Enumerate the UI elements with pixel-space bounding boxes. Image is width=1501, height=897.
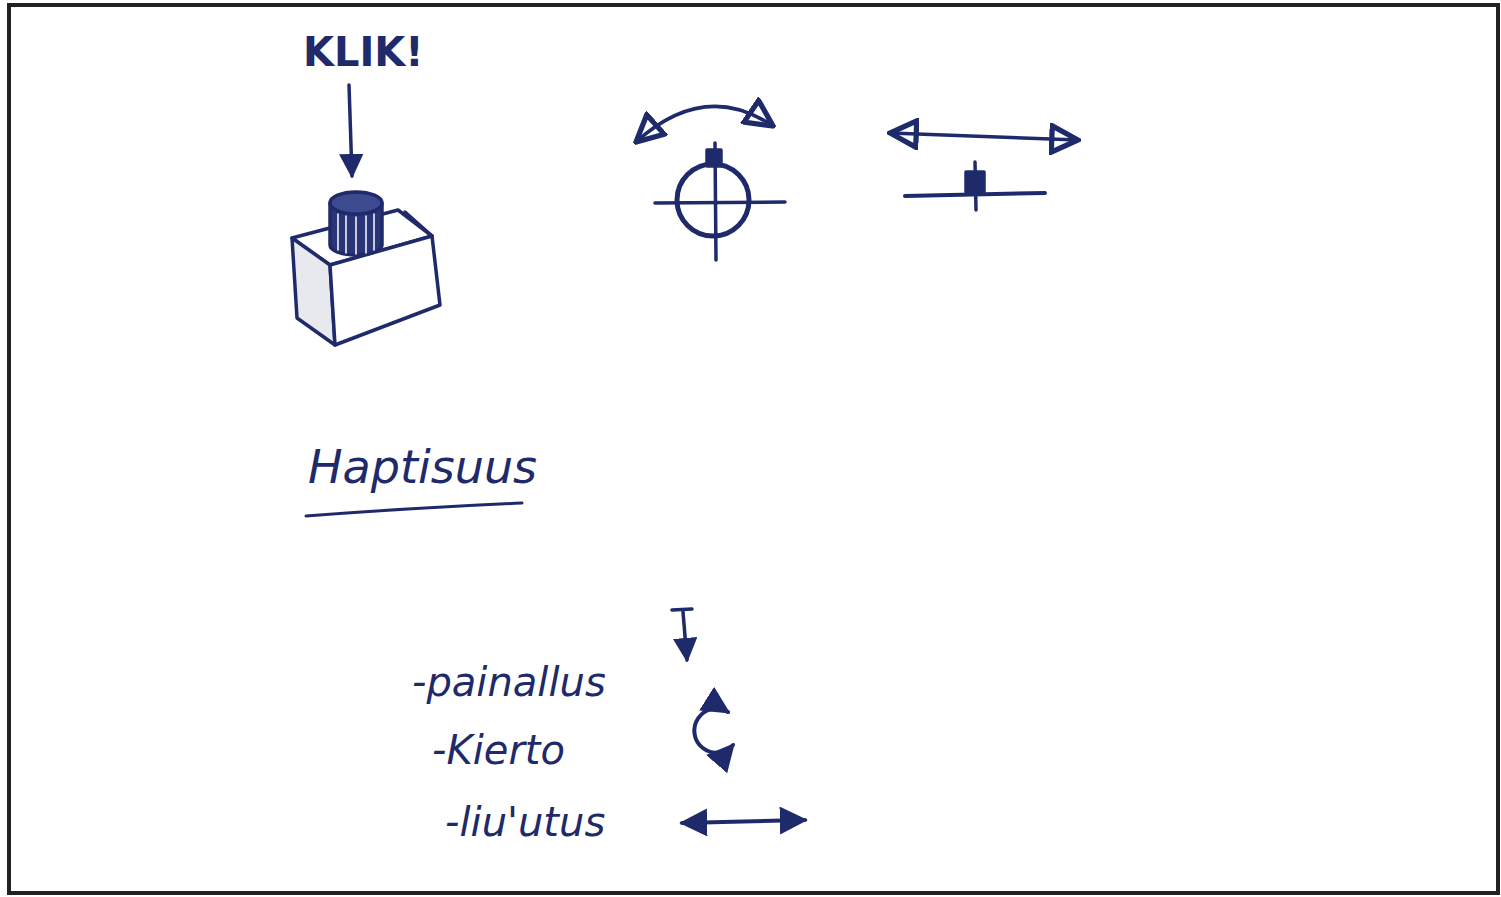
knob-device	[292, 192, 440, 345]
frame	[9, 5, 1498, 893]
rotation-arrow-small	[694, 709, 733, 753]
press-arrow	[349, 85, 352, 176]
slide-arrow-small	[682, 820, 805, 823]
underline	[306, 503, 522, 516]
list-item: -liu'utus	[445, 800, 605, 844]
press-arrow-tail	[672, 609, 692, 610]
slide-symbol	[890, 133, 1078, 210]
list-item: -painallus	[412, 660, 606, 704]
click-label: KLIK!	[303, 30, 424, 74]
press-arrow-small	[683, 612, 687, 660]
list-item: -Kierto	[432, 728, 565, 772]
rotation-symbol	[636, 106, 785, 260]
heading-label: Haptisuus	[308, 442, 537, 493]
